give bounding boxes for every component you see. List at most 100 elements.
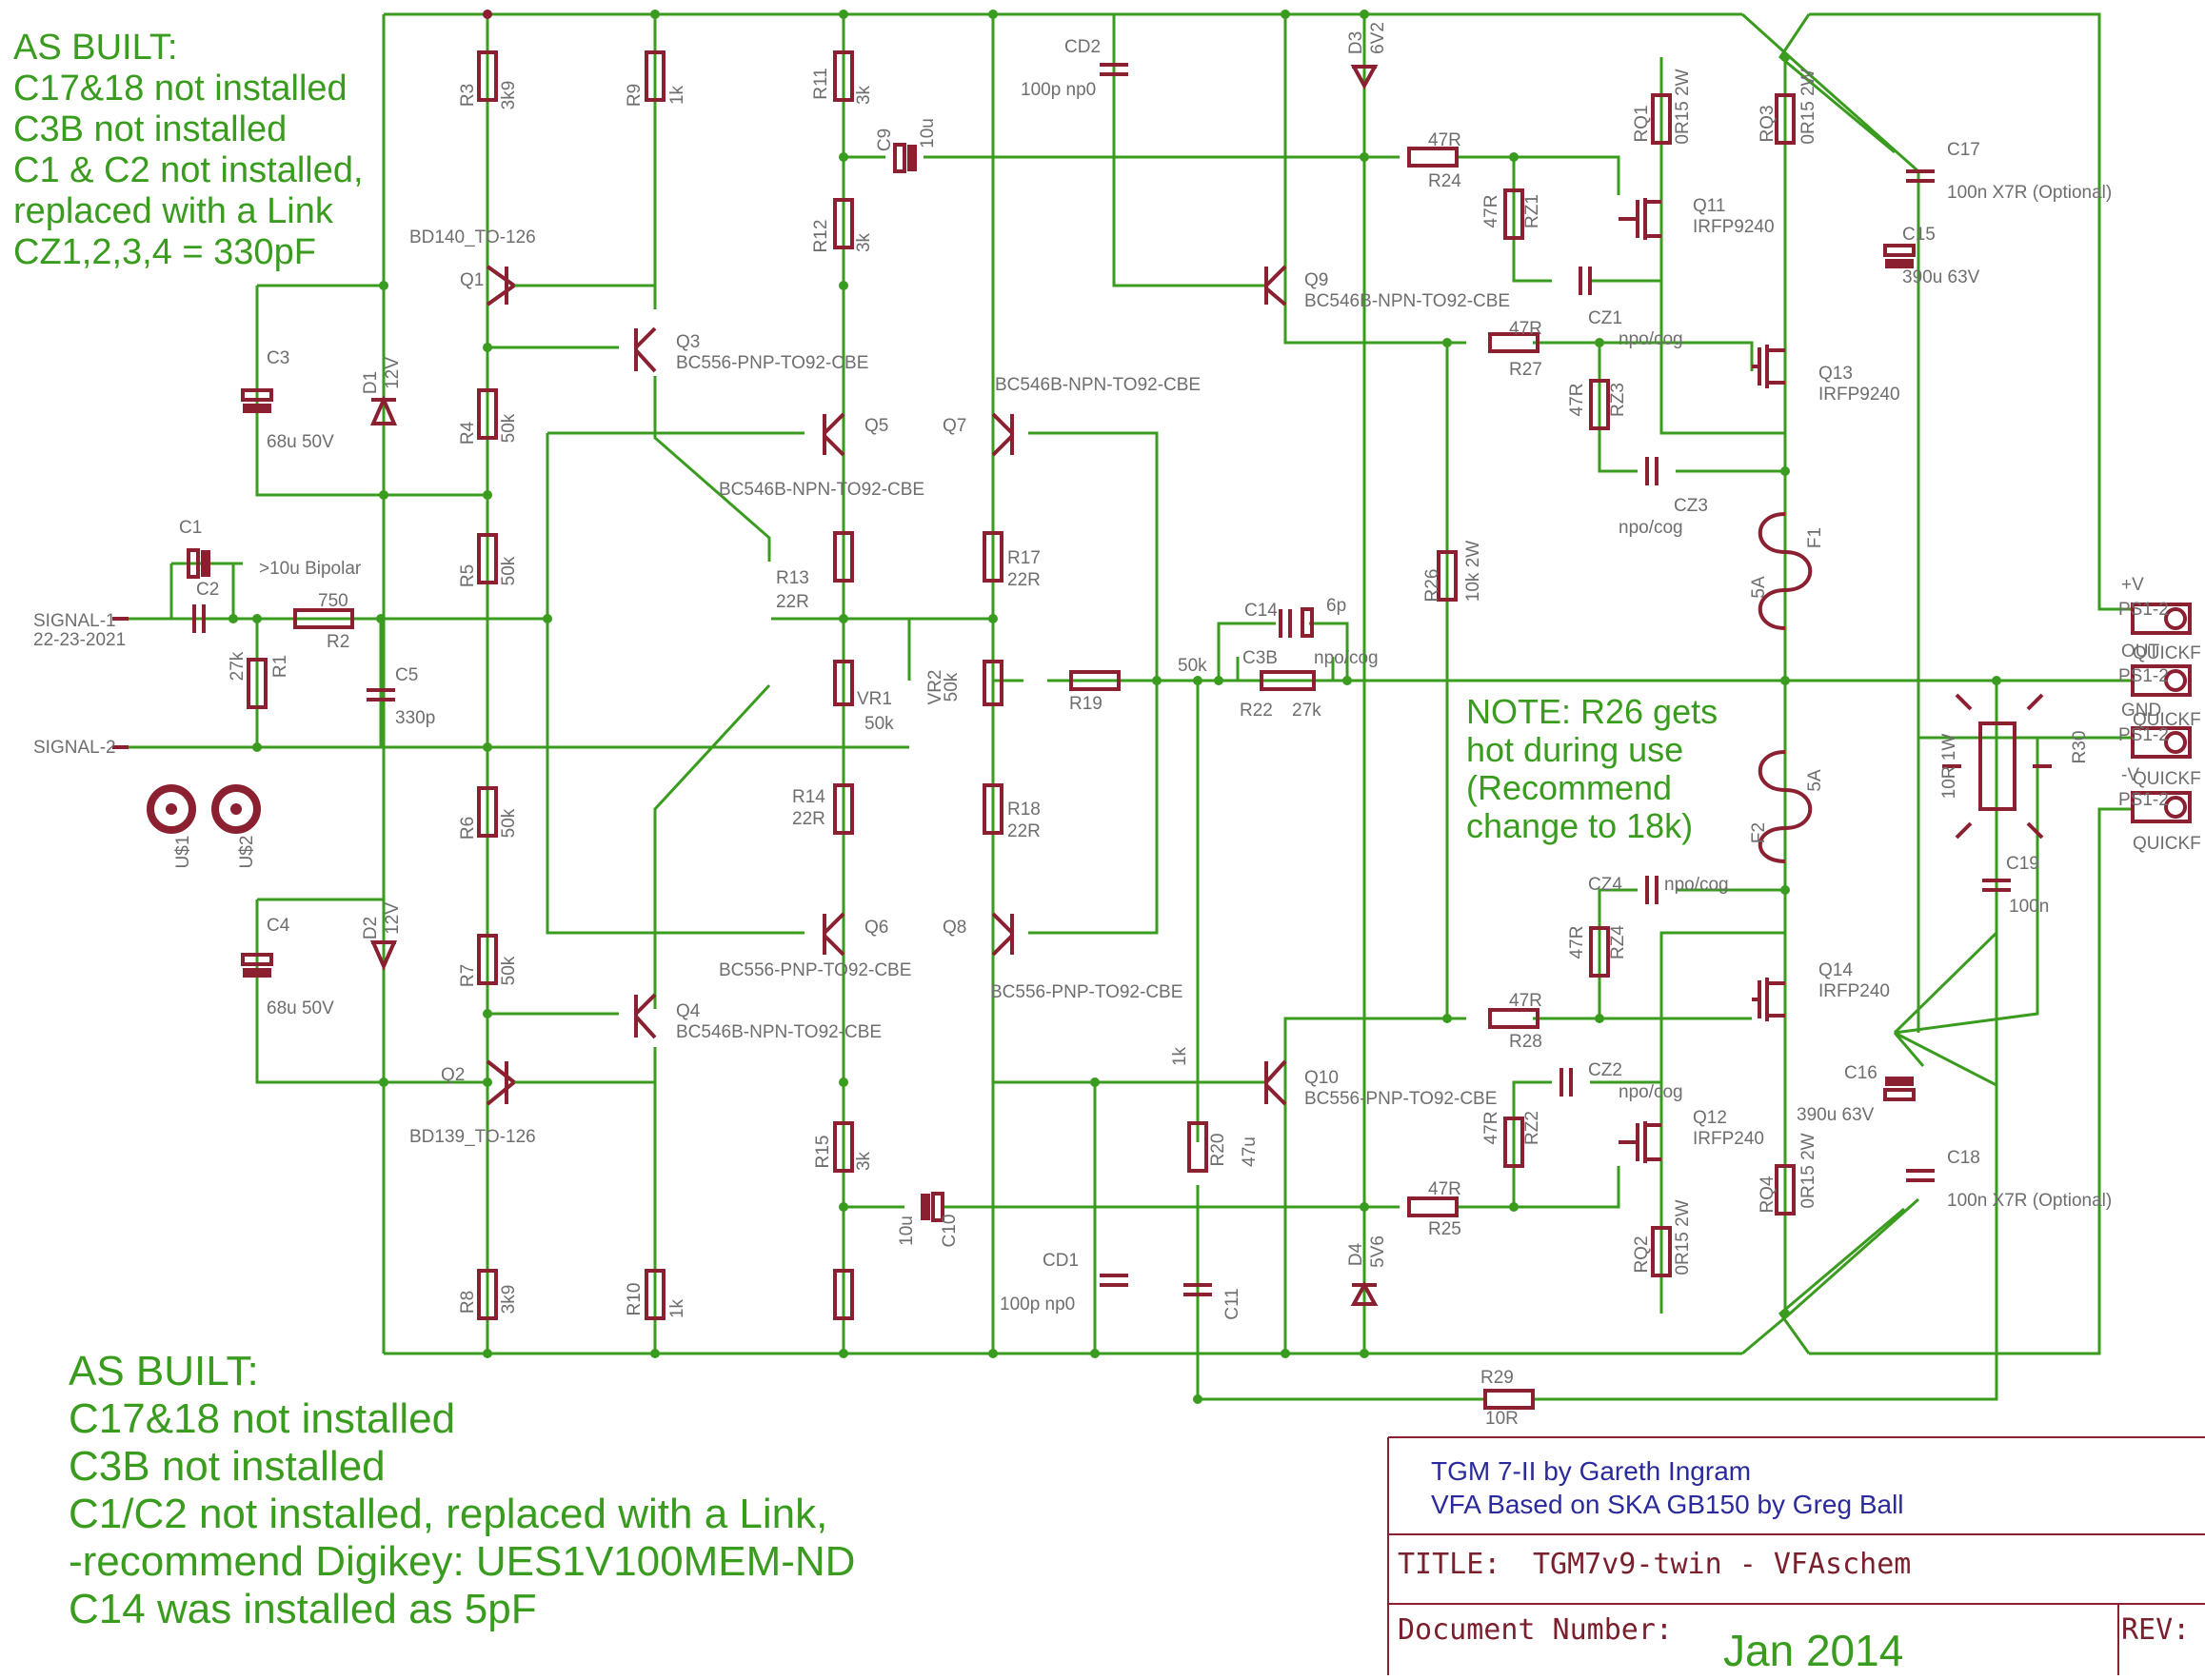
vlabel-rq3v: 0R15 2W <box>1798 69 1818 144</box>
label-c19v: 100n <box>2009 897 2049 917</box>
title-block-basis: VFA Based on SKA GB150 by Greg Ball <box>1431 1490 1904 1519</box>
vlabel-rq2v: 0R15 2W <box>1673 1199 1693 1275</box>
vlabel-rz1: RZ1 <box>1522 194 1542 228</box>
label-r24v: 47R <box>1428 130 1461 150</box>
vlabel-r8: R8 <box>458 1291 478 1314</box>
label-c15: C15 <box>1902 225 1936 245</box>
title-value: TGM7v9-twin - VFAschem <box>1533 1548 1911 1581</box>
net-labels: SIGNAL-1 22-23-2021 SIGNAL-2 <box>33 611 126 758</box>
resistor-r29 <box>1483 1389 1535 1410</box>
connector-sub-1: QUICKF <box>2133 710 2201 730</box>
junction-dots <box>228 10 2001 1404</box>
r26-line-3: change to 18k) <box>1466 806 1693 845</box>
bottom-line-3: C1/C2 not installed, replaced with a Lin… <box>69 1491 827 1537</box>
label-q9: Q9 <box>1304 270 1328 290</box>
capacitors <box>192 63 2011 1296</box>
vlabel-r26v: 10k 2W <box>1463 541 1483 602</box>
vlabel-c11: C11 <box>1222 1288 1242 1319</box>
label-r17v: 22R <box>1007 570 1041 590</box>
vlabel-r1: R1 <box>270 655 290 678</box>
vlabel-r11: R11 <box>811 68 831 99</box>
net-signal-1: SIGNAL-1 <box>33 611 116 631</box>
revision-label: REV: <box>2121 1613 2190 1647</box>
document-number-label: Document Number: <box>1398 1613 1673 1647</box>
label-q7: Q7 <box>943 416 966 436</box>
net-signal-1-part: 22-23-2021 <box>33 630 126 650</box>
vlabel-rq4: RQ4 <box>1758 1176 1778 1214</box>
resistor-r19 <box>1069 670 1121 691</box>
vlabel-r8v: 3k9 <box>499 1285 519 1314</box>
label-r2: R2 <box>327 632 349 652</box>
vlabel-rz2: RZ2 <box>1522 1111 1542 1145</box>
label-r19v: 50k <box>1178 656 1207 676</box>
vlabel-rz2v: 47R <box>1481 1112 1501 1145</box>
vlabel-r9v: 1k <box>667 85 687 105</box>
vlabel-d2: D2 <box>361 917 381 939</box>
label-c18v: 100n X7R (Optional) <box>1947 1191 2112 1211</box>
label-r27: R27 <box>1509 360 1542 380</box>
resistor-rz3 <box>1589 379 1610 430</box>
document-date: Jan 2014 <box>1723 1626 1903 1675</box>
vlabel-r6: R6 <box>458 817 478 840</box>
top-line-5: CZ1,2,3,4 = 330pF <box>13 232 316 272</box>
resistor-r6 <box>477 786 498 838</box>
resistor-r9 <box>645 50 665 102</box>
label-q4v: BC546B-NPN-TO92-CBE <box>676 1022 882 1042</box>
vlabel-c10: C10 <box>940 1215 960 1248</box>
resistor-r27 <box>1488 332 1540 353</box>
resistor-r3 <box>477 50 498 102</box>
vlabel-r15v: 3k <box>854 1151 874 1171</box>
resistor-r7 <box>477 934 498 985</box>
vlabel-c9: C9 <box>875 128 895 151</box>
label-q14: Q14 <box>1818 960 1853 980</box>
label-cd1v: 100p np0 <box>1000 1295 1075 1314</box>
resistor-r24 <box>1407 147 1459 168</box>
vlabel-d2v: 12V <box>383 902 403 935</box>
label-cz2v: npo/cog <box>1619 1082 1683 1102</box>
vlabel-c10v: 10u <box>897 1216 917 1246</box>
vlabel-r20v: 47u <box>1240 1136 1260 1167</box>
vlabel-rq2: RQ2 <box>1632 1235 1652 1273</box>
label-r28: R28 <box>1509 1032 1542 1052</box>
label-r22v: 27k <box>1292 701 1321 721</box>
vlabel-rq3: RQ3 <box>1758 105 1778 142</box>
vlabel-f1v: 5A <box>1749 576 1769 599</box>
label-c1: C1 <box>179 518 202 538</box>
connector-sub-2: QUICKF <box>2133 769 2201 789</box>
label-q5v: BC546B-NPN-TO92-CBE <box>719 480 924 500</box>
vlabel-d1v: 12V <box>383 357 403 389</box>
vlabel-r7: R7 <box>458 964 478 987</box>
component-symbols <box>112 50 2192 1410</box>
connector-name-1: OUT <box>2121 642 2160 662</box>
resistor-r16 <box>833 1269 854 1320</box>
label-cz2: CZ2 <box>1588 1060 1622 1080</box>
vlabel-r10v: 1k <box>667 1298 687 1318</box>
label-r19: R19 <box>1069 694 1102 714</box>
transistors <box>486 265 1287 1106</box>
label-r27v: 47R <box>1509 319 1542 339</box>
label-c3b: C3B <box>1242 648 1278 668</box>
label-q1: Q1 <box>460 270 484 290</box>
vlabel-r30v: 10R 1W <box>1939 734 1959 800</box>
resistor-r28 <box>1488 1008 1540 1029</box>
title-block: TGM 7-II by Gareth Ingram VFA Based on S… <box>1387 1436 2205 1675</box>
resistor-r26 <box>1437 550 1458 602</box>
vlabel-d4v: 5V6 <box>1368 1235 1388 1268</box>
vlabel-r1v: 27k <box>228 651 248 681</box>
zener-diodes <box>369 65 1379 1306</box>
vlabel-r6v: 50k <box>499 808 519 838</box>
label-q11v: IRFP9240 <box>1693 217 1775 237</box>
bottom-line-0: AS BUILT: <box>69 1348 259 1394</box>
vlabel-rz4v: 47R <box>1567 926 1587 959</box>
label-q7v: BC546B-NPN-TO92-CBE <box>995 375 1201 395</box>
vlabel-d3: D3 <box>1346 31 1366 54</box>
label-c3bv: npo/cog <box>1314 648 1379 668</box>
resistor-r14 <box>833 783 854 835</box>
label-q8: Q8 <box>943 918 966 938</box>
label-q2v: BD139_TO-126 <box>409 1127 536 1147</box>
connector-sub-0: QUICKF <box>2133 643 2201 663</box>
label-q2: Q2 <box>441 1065 465 1085</box>
label-c17v: 100n X7R (Optional) <box>1947 183 2112 203</box>
